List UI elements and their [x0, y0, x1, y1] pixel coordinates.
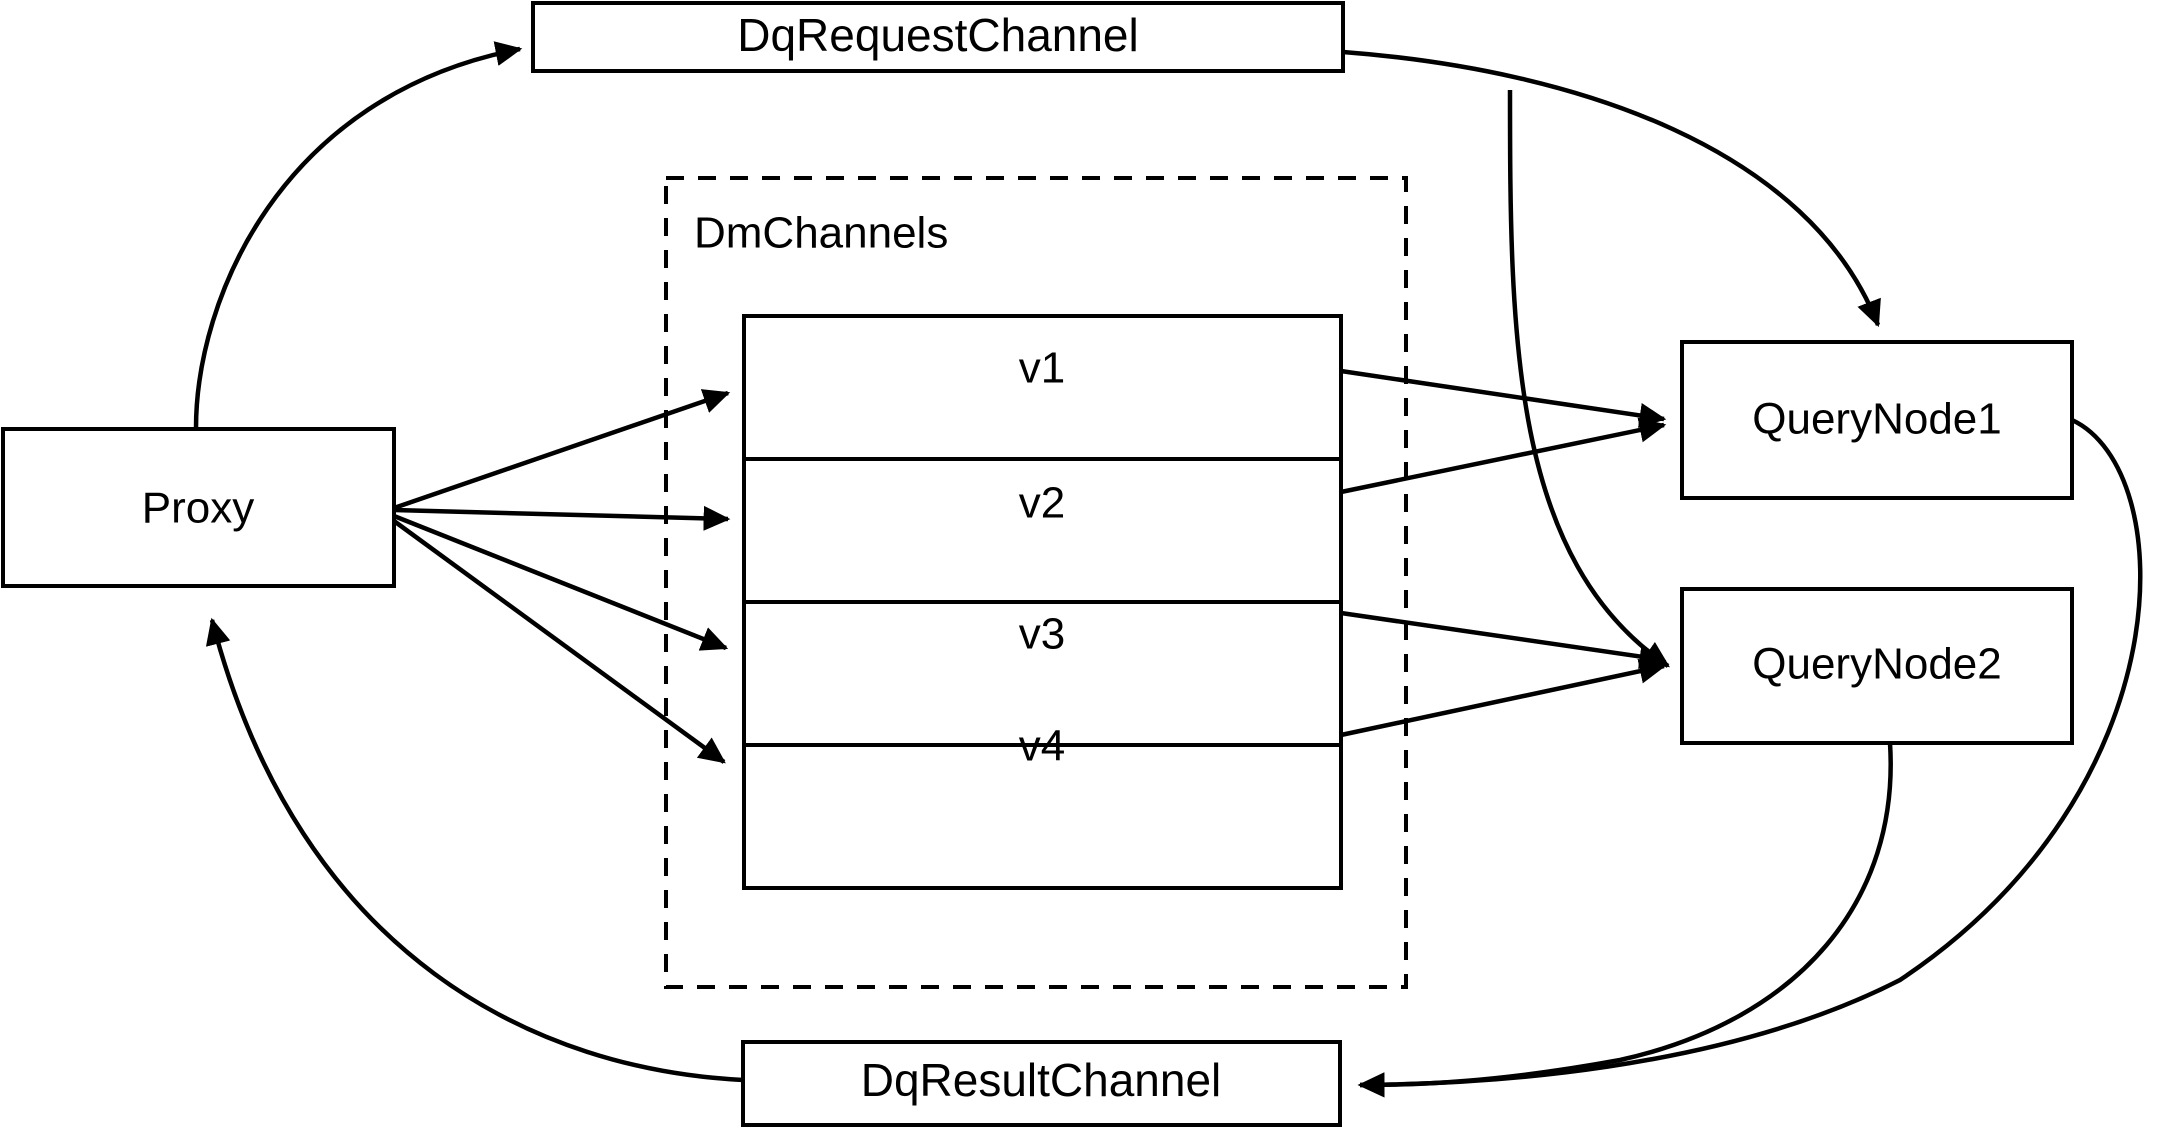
edge-proxy-to-v2: [393, 505, 731, 531]
shard-v4-label: v4: [1019, 722, 1065, 771]
shard-v1-label: v1: [1019, 344, 1065, 393]
node-dq-result-channel[interactable]: [741, 1040, 1342, 1127]
shard-v3-label: v3: [1019, 610, 1065, 659]
edge-v2-to-querynode1: [1340, 417, 1667, 495]
node-dq-result-channel-label: DqResultChannel: [861, 1054, 1222, 1106]
dmchannels-group-box: [664, 176, 1408, 989]
node-proxy[interactable]: [1, 427, 396, 588]
node-query-node-2-label: QueryNode2: [1752, 640, 2001, 689]
node-query-node-2[interactable]: [1680, 587, 2074, 745]
edge-proxy-to-dqrequestchannel: [193, 41, 523, 429]
edge-proxy-to-v3: [393, 513, 729, 651]
node-query-node-1-label: QueryNode1: [1752, 395, 2001, 444]
edge-proxy-to-v1: [393, 389, 731, 511]
edge-v1-to-querynode1: [1340, 368, 1667, 428]
edge-v4-to-querynode2: [1340, 658, 1667, 738]
edge-querynode2-to-dqresultchannel: [1357, 742, 1893, 1098]
node-query-node-1[interactable]: [1680, 340, 2074, 500]
node-proxy-label: Proxy: [142, 484, 254, 533]
shard-v2-label: v2: [1019, 479, 1065, 528]
node-dq-request-channel-label: DqRequestChannel: [737, 9, 1139, 61]
edge-dqrequestchannel-to-querynode2: [1507, 89, 1670, 668]
edge-dqresultchannel-to-proxy: [205, 617, 744, 1083]
edge-v3-to-querynode2: [1340, 610, 1667, 669]
edge-querynode1-to-dqresultchannel: [1357, 417, 2143, 1098]
edge-dqrequestchannel-to-querynode1: [1342, 49, 1881, 328]
dmchannels-group-label: DmChannels: [694, 209, 948, 258]
node-dq-request-channel[interactable]: [531, 1, 1345, 73]
edge-proxy-to-v4: [392, 519, 726, 764]
